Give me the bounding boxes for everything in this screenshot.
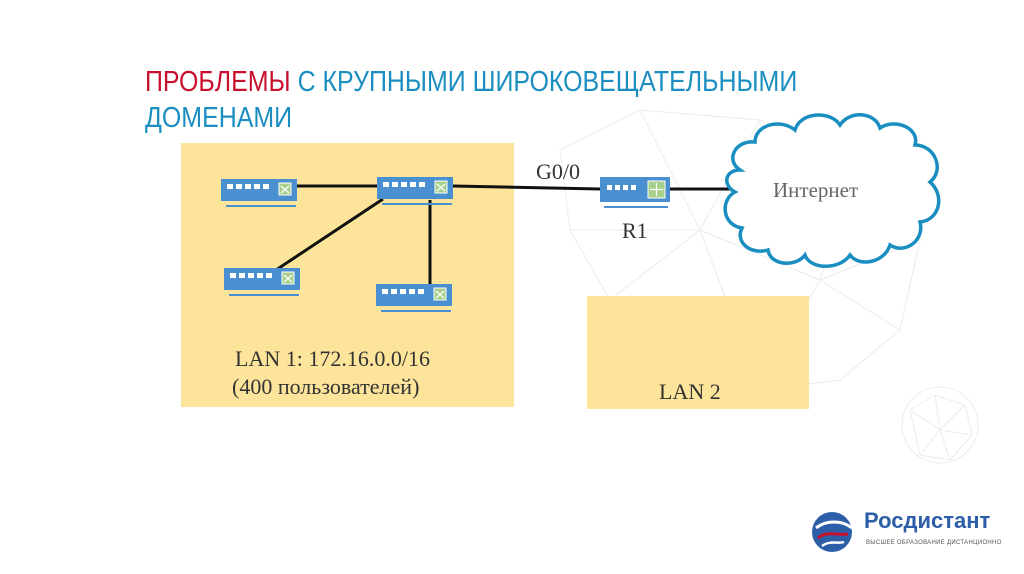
- title-accent: ПРОБЛЕМЫ: [145, 66, 291, 98]
- lan1-label-line1: LAN 1: 172.16.0.0/16: [235, 346, 430, 371]
- interface-label: G0/0: [536, 159, 580, 184]
- router-icon: [600, 177, 670, 208]
- logo-name: Росдистант: [864, 508, 991, 533]
- logo-tagline: ВЫСШЕЕ ОБРАЗОВАНИЕ ДИСТАНЦИОННО: [866, 540, 1002, 546]
- router-label: R1: [622, 218, 648, 243]
- link-sw2-core: [275, 197, 384, 272]
- rosdistant-logo: Росдистант ВЫСШЕЕ ОБРАЗОВАНИЕ ДИСТАНЦИОН…: [808, 506, 1008, 558]
- title-line2: ДОМЕНАМИ: [145, 102, 293, 134]
- title-rest: С КРУПНЫМИ ШИРОКОВЕЩАТЕЛЬНЫМИ: [290, 66, 798, 98]
- internet-cloud-icon: [723, 113, 941, 268]
- logo-globe-icon: [812, 512, 853, 552]
- switch-2-icon: [224, 268, 300, 296]
- slide-title: ПРОБЛЕМЫ С КРУПНЫМИ ШИРОКОВЕЩАТЕЛЬНЫМИ Д…: [145, 64, 919, 136]
- switch-1-icon: [221, 179, 297, 207]
- link-core-router: [452, 184, 601, 191]
- internet-label: Интернет: [773, 178, 859, 202]
- lan2-label: LAN 2: [659, 379, 721, 404]
- lan2-area: [587, 296, 809, 409]
- switch-3-icon: [376, 284, 452, 312]
- lan1-label-line2: (400 пользователей): [232, 374, 420, 399]
- switch-core-icon: [377, 177, 453, 205]
